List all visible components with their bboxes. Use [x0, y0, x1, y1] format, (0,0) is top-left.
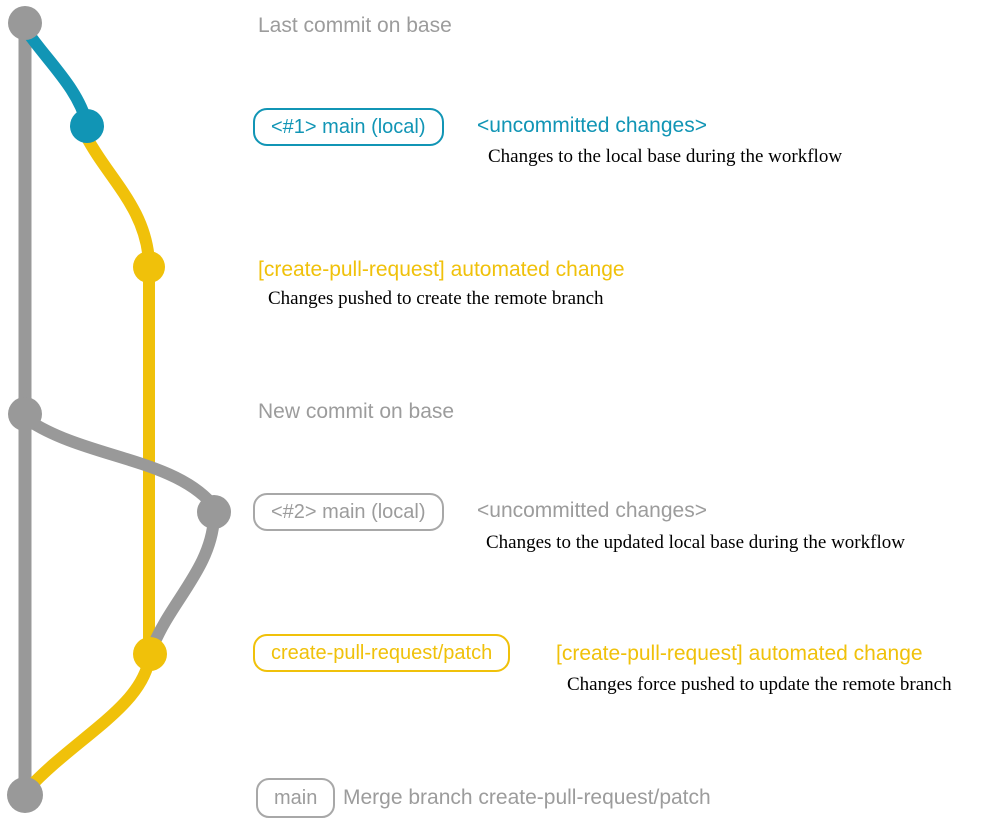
- caption-push-create-remote: Changes pushed to create the remote bran…: [268, 288, 604, 309]
- commit-node-automated-change-1: [133, 251, 165, 283]
- patch-merge-curve: [21, 654, 155, 796]
- patch-branch-curve-top: [80, 130, 155, 268]
- branch-badge-main-local-1: <#1> main (local): [253, 108, 444, 146]
- label-uncommitted-changes-2: <uncommitted changes>: [477, 499, 707, 522]
- commit-node-automated-change-2: [133, 637, 167, 671]
- label-new-commit-on-base: New commit on base: [258, 400, 455, 423]
- commit-node-last-base: [8, 6, 42, 40]
- main-local-branch-line: [20, 24, 93, 130]
- label-automated-change-2: [create-pull-request] automated change: [556, 642, 923, 665]
- branch-badge-create-pull-request-patch: create-pull-request/patch: [253, 634, 511, 672]
- rebase-branch-curve: [22, 414, 218, 510]
- force-push-curve: [147, 512, 220, 652]
- label-uncommitted-changes-1: <uncommitted changes>: [477, 114, 707, 137]
- commit-node-main-local-2: [197, 495, 231, 529]
- commit-node-merge: [7, 777, 43, 813]
- label-merge-branch: Merge branch create-pull-request/patch: [343, 786, 711, 809]
- caption-local-base-changes: Changes to the local base during the wor…: [488, 146, 843, 167]
- label-automated-change-1: [create-pull-request] automated change: [258, 258, 625, 281]
- caption-updated-local-base-changes: Changes to the updated local base during…: [486, 532, 905, 553]
- commit-node-main-local-1: [70, 109, 104, 143]
- branch-badge-main: main: [256, 778, 336, 818]
- caption-force-push-update-remote: Changes force pushed to update the remot…: [567, 674, 952, 695]
- commit-node-new-base: [8, 397, 42, 431]
- label-last-commit-on-base: Last commit on base: [258, 14, 452, 37]
- branch-badge-main-local-2: <#2> main (local): [253, 493, 444, 531]
